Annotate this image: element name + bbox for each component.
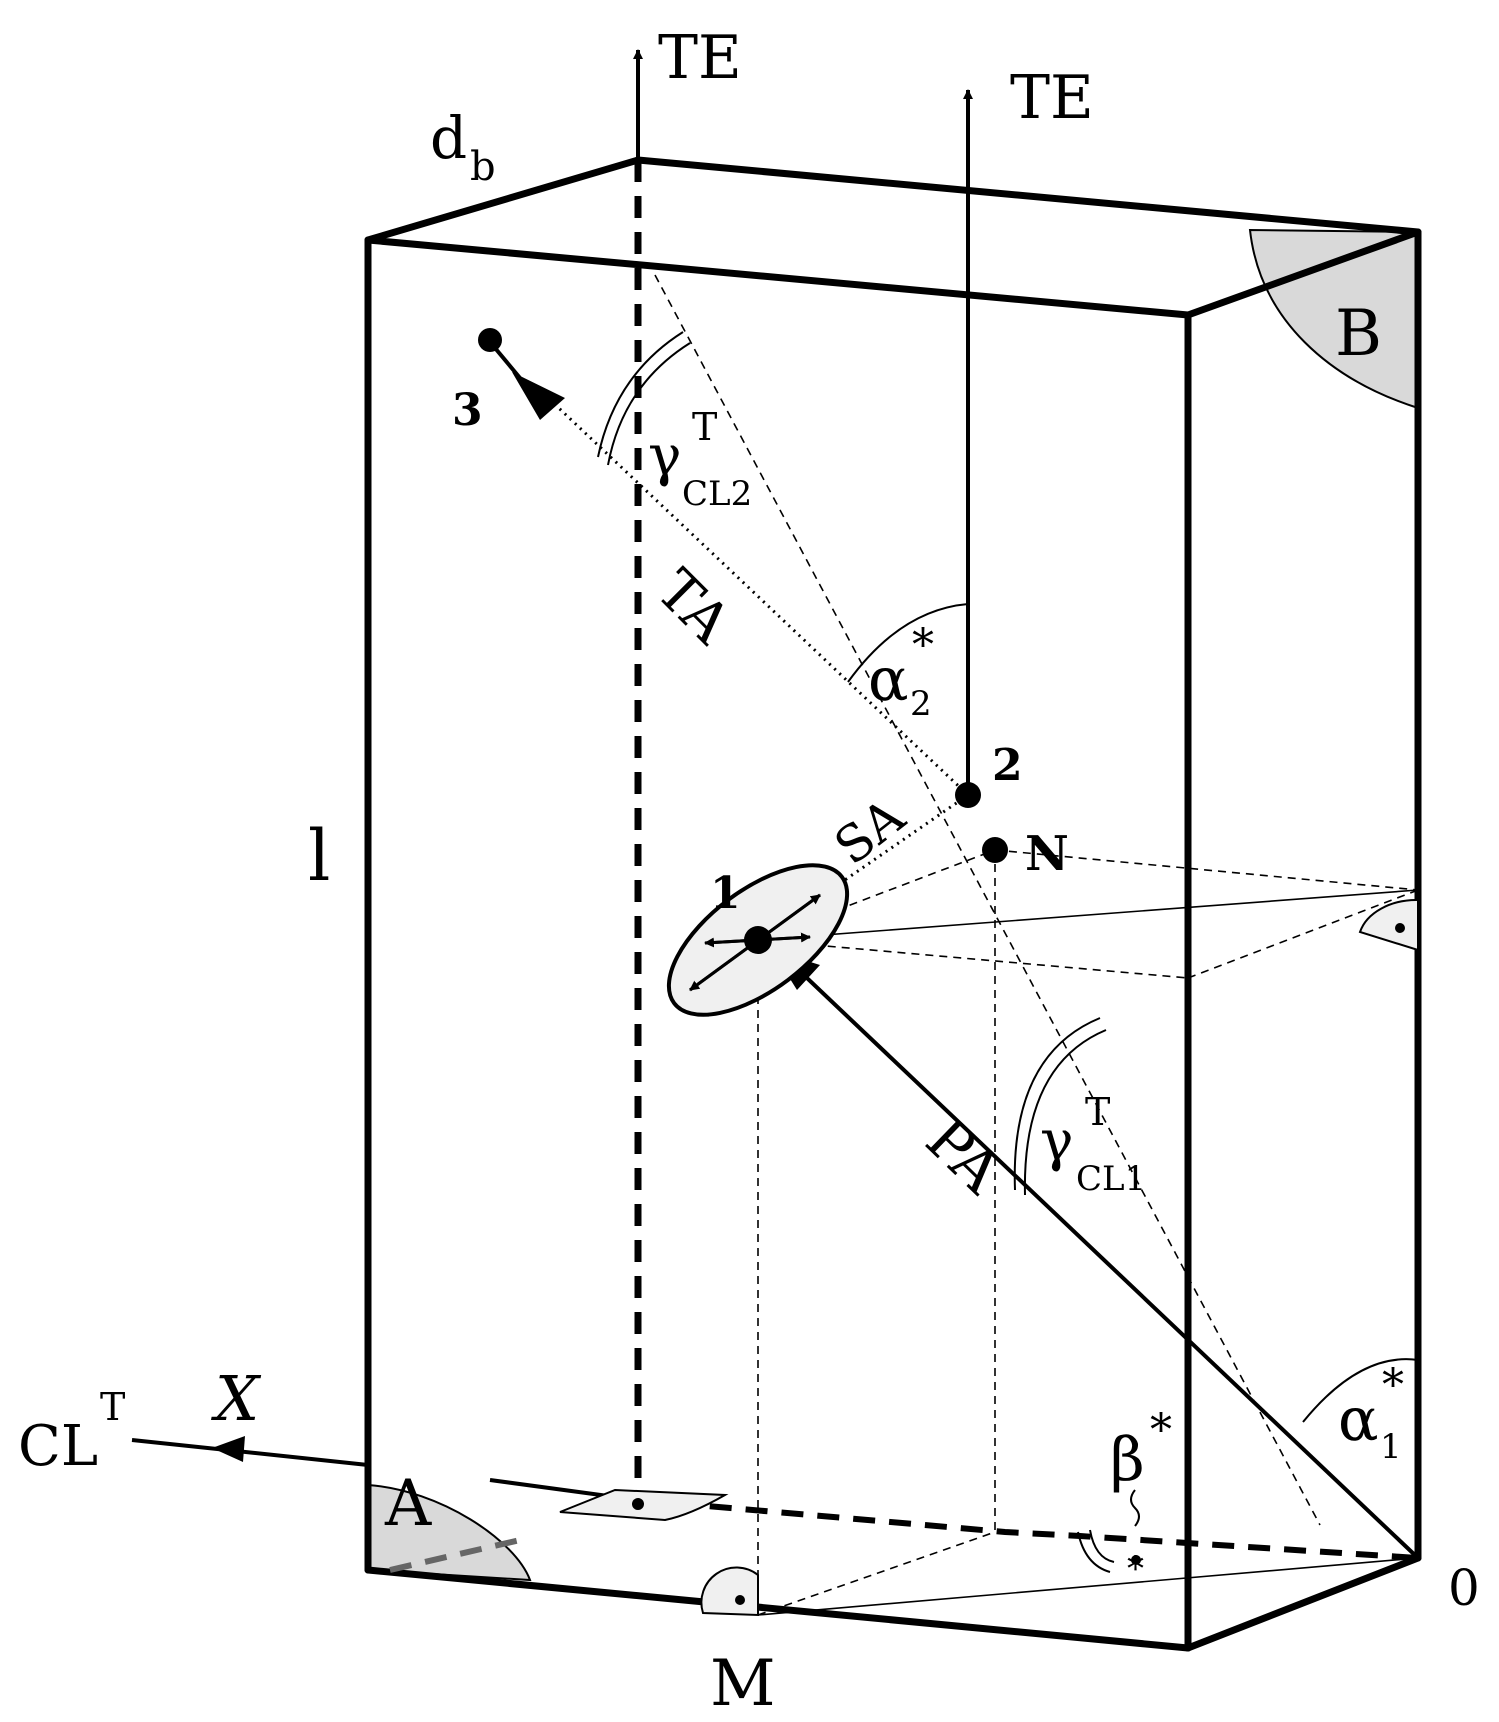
arc-alpha1 [1302,1358,1419,1423]
db-sub-label: b [470,144,496,190]
point-1-dot [744,926,772,954]
alpha1-symbol: α [1338,1385,1379,1455]
hidden-edges [389,160,1419,1573]
point-1-label: 1 [710,868,741,919]
arc-gamma-cl1-outer [1013,1017,1101,1191]
beta-squiggle [1130,1489,1140,1527]
box-right-bottom-edge [1184,1554,1422,1652]
ta-axis [543,393,970,797]
gamma-cl1-symbol: γ [1040,1109,1073,1174]
beta-mark-star: * [1127,1549,1144,1589]
sa-axis [757,793,969,942]
angle-arcs [597,331,1419,1573]
pa-arrow [786,958,1420,1560]
alpha2-symbol: α [868,645,909,715]
length-label: l [308,815,330,897]
box-frame [364,156,1422,1652]
arc-gamma-cl1-inner [1023,1029,1107,1196]
arc-gamma-cl2-outer [597,331,684,458]
cl-label: CL [18,1414,98,1479]
arc-gamma-cl2-inner [607,342,691,466]
gamma-cl2-sub: CL2 [682,474,752,514]
corner-region-a [367,1483,532,1582]
gamma-cl1-sup: T [1085,1090,1110,1134]
cl-arrowhead [212,1436,245,1462]
cl-sup: T [100,1385,125,1429]
star-mark-dot [1131,1555,1141,1565]
beta-star: * [1150,1405,1172,1456]
construction-solid-lines [757,889,1419,1616]
right-angle-mark-right [1358,898,1419,952]
corner-b-label: B [1335,297,1382,371]
pa-label: PA [913,1105,1015,1207]
corner-a-label: A [384,1467,432,1541]
point-3-dot [478,328,502,352]
dotted-axes [543,393,970,942]
arc-beta [1077,1531,1111,1573]
m-label: M [710,1647,776,1721]
cl-arrow-line [131,1438,369,1467]
zero-label: 0 [1448,1559,1480,1617]
ta-label: TA [644,558,743,657]
right-angle-mark-m [700,1566,759,1617]
right-angle-dot-bottom [632,1498,644,1510]
point-2-dot [955,782,981,808]
box-front-bottom-edge [364,1566,1192,1652]
arc-alpha2 [847,603,969,683]
point-3-label: 3 [452,385,483,436]
point-2-label: 2 [992,740,1023,791]
gamma-cl1-sub: CL1 [1076,1159,1146,1199]
arc-beta-inner [1089,1529,1115,1563]
gamma-cl2-symbol: γ [648,424,681,489]
ta-arrowhead [512,372,565,420]
alpha2-star: * [912,620,934,671]
gamma-cl2-sup: T [692,405,717,449]
hidden-bottom-left [389,1537,521,1573]
alpha1-sub: 1 [1380,1427,1402,1467]
point-n-label: N [1025,826,1069,882]
sa-label: SA [824,787,916,877]
point-n-dot [982,837,1008,863]
x-label: X [211,1362,262,1435]
right-angle-dot-right [1395,923,1405,933]
alpha2-sub: 2 [910,684,932,724]
alpha1-star: * [1382,1360,1404,1411]
right-angle-dot-m [735,1595,745,1605]
construction-lines [654,274,1419,1616]
hidden-bottom-path [637,1497,1419,1561]
corner-region-b [1248,228,1419,410]
te-left-label: TE [658,23,742,93]
db-label: d [430,104,467,172]
te-right-label: TE [1010,63,1094,133]
beta-symbol: β [1110,1425,1145,1495]
